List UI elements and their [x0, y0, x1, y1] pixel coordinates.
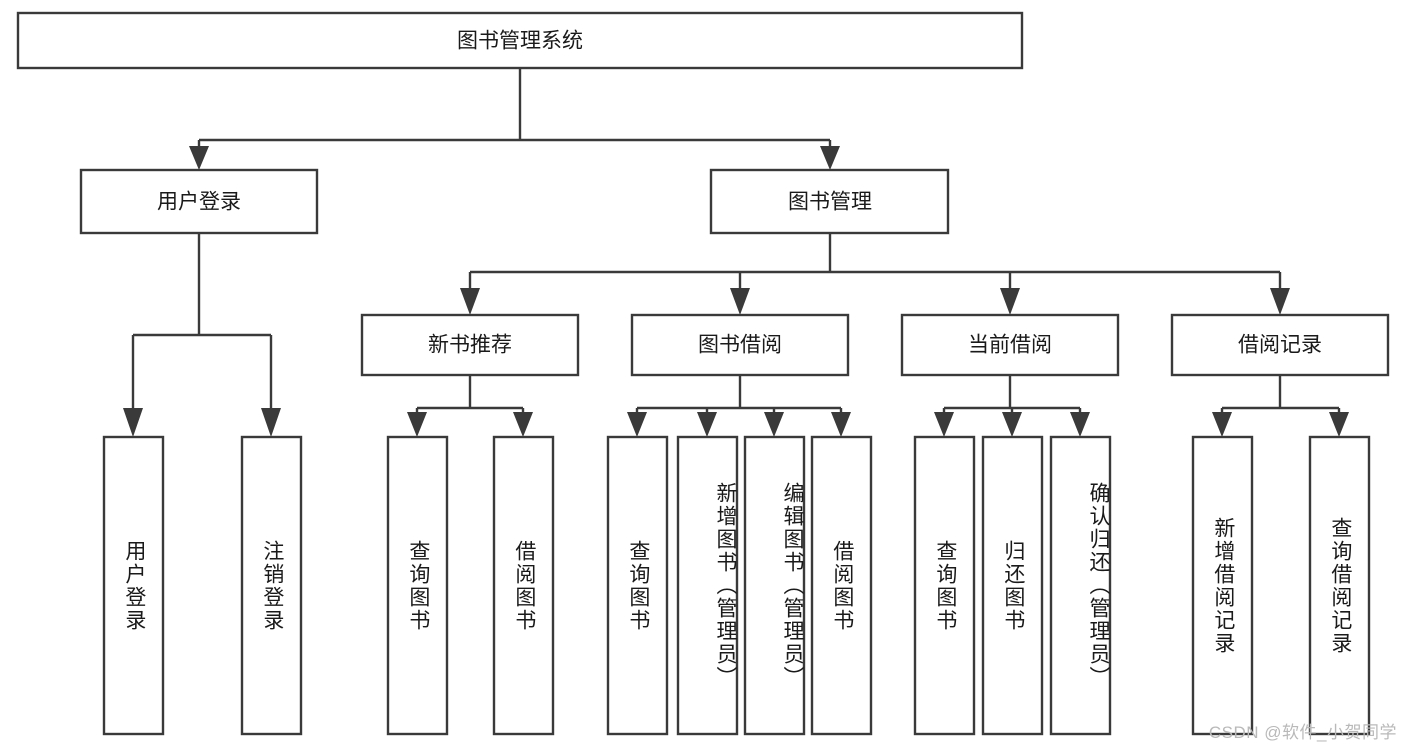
node-root-label: 图书管理系统: [457, 30, 583, 53]
node-current-borrow[interactable]: 当前借阅: [900, 313, 1120, 377]
node-borrow-record-box[interactable]: [1170, 313, 1390, 377]
leaf-box-user-login-1[interactable]: [102, 435, 165, 736]
arrow-icon-book-borrow-1: [627, 412, 647, 437]
arrow-icon-root-to-user-login: [189, 146, 209, 170]
node-user-login[interactable]: 用户登录: [79, 168, 319, 235]
leaf-box-new-book-1[interactable]: [386, 435, 449, 736]
arrow-icon-root-to-book-manage: [820, 146, 840, 170]
arrow-icon-book-manage-3: [1000, 288, 1020, 315]
leaf-box-book-borrow-4[interactable]: [810, 435, 873, 736]
node-current-borrow-label: 当前借阅: [968, 334, 1052, 357]
arrow-icon-book-manage-1: [460, 288, 480, 315]
arrow-icon-current-borrow-1: [934, 412, 954, 437]
leaf-box-borrow-record-2[interactable]: [1308, 435, 1371, 736]
arrow-icon-book-manage-2: [730, 288, 750, 315]
leaf-box-current-borrow-3[interactable]: [1049, 435, 1112, 736]
leaf-box-borrow-record-1[interactable]: [1191, 435, 1254, 736]
node-book-borrow[interactable]: 图书借阅: [630, 313, 850, 377]
node-user-login-label: 用户登录: [157, 191, 241, 214]
node-book-manage[interactable]: 图书管理: [709, 168, 950, 235]
node-book-manage-label: 图书管理: [788, 191, 872, 214]
leaf-box-user-login-2[interactable]: [240, 435, 303, 736]
node-new-book-recommend[interactable]: 新书推荐: [360, 313, 580, 377]
node-borrow-record[interactable]: 借阅记录: [1170, 313, 1390, 377]
arrow-icon-book-manage-4: [1270, 288, 1290, 315]
leaf-box-new-book-2[interactable]: [492, 435, 555, 736]
arrow-icon-book-borrow-4: [831, 412, 851, 437]
arrow-icon-current-borrow-3: [1070, 412, 1090, 437]
arrow-icon-borrow-record-2: [1329, 412, 1349, 437]
node-root-box[interactable]: [16, 11, 1024, 70]
arrow-icon-user-login-1: [123, 408, 143, 437]
arrow-icon-book-borrow-2: [697, 412, 717, 437]
arrow-icon-book-borrow-3: [764, 412, 784, 437]
leaf-box-current-borrow-1[interactable]: [913, 435, 976, 736]
leaf-box-current-borrow-2[interactable]: [981, 435, 1044, 736]
csdn-watermark: CSDN @软件_小贺同学: [1208, 723, 1397, 742]
arrow-icon-borrow-record-1: [1212, 412, 1232, 437]
leaf-box-book-borrow-3[interactable]: [743, 435, 806, 736]
arrow-icon-new-book-2: [513, 412, 533, 437]
arrow-icon-current-borrow-2: [1002, 412, 1022, 437]
node-book-borrow-label: 图书借阅: [698, 334, 782, 357]
leaf-box-book-borrow-2[interactable]: [676, 435, 739, 736]
node-current-borrow-box[interactable]: [900, 313, 1120, 377]
node-book-manage-box[interactable]: [709, 168, 950, 235]
node-borrow-record-label: 借阅记录: [1238, 334, 1322, 357]
leaf-box-book-borrow-1[interactable]: [606, 435, 669, 736]
node-new-book-recommend-box[interactable]: [360, 313, 580, 377]
node-root[interactable]: 图书管理系统: [16, 11, 1024, 70]
arrow-icon-new-book-1: [407, 412, 427, 437]
arrow-icon-user-login-2: [261, 408, 281, 437]
node-new-book-recommend-label: 新书推荐: [428, 334, 512, 357]
node-book-borrow-box[interactable]: [630, 313, 850, 377]
